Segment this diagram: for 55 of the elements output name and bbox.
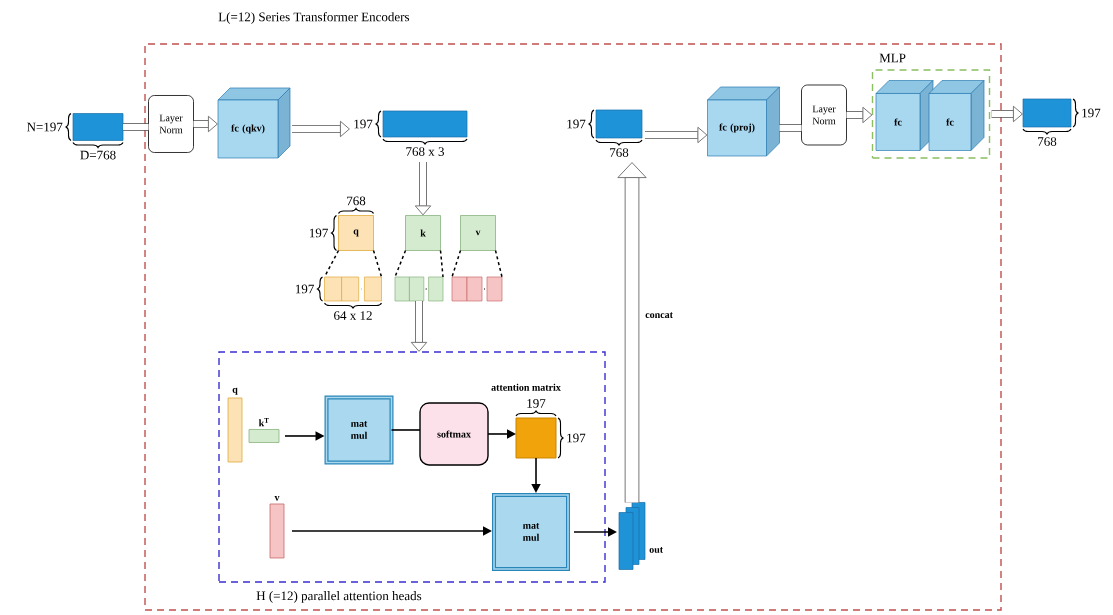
dimension-label: 197 [1082,108,1101,118]
block-arrow [846,106,873,124]
projection-line [451,249,462,278]
matrix-box: q [338,215,374,251]
edge-label: concat [644,311,674,320]
block-arrow [292,120,350,138]
dimension-label: 768 [347,196,366,206]
dimension-label: 197 [567,119,586,129]
dimension-label: 197 [527,399,546,408]
dimension-label: N=197 [26,122,63,132]
matmul-box: mat mul [492,493,570,571]
projection-line [494,249,503,278]
projection-line [372,249,383,278]
caption-label: v [274,496,280,501]
node-label: MLP [879,53,906,63]
dimension-label: D=768 [80,150,116,160]
dimension-label: 768 [610,148,629,157]
caption-label: k$^{T}$ [258,418,269,427]
softmax-box: softmax [419,402,489,466]
block-connector [779,124,802,132]
projection-line [439,249,444,278]
block-connector [123,123,149,131]
node-label: H (=12) parallel attention heads [256,591,422,603]
block-arrow [645,126,708,144]
dimension-label: 768 [1038,137,1057,146]
caption-label: out [649,547,664,553]
matrix-box: v [460,215,496,251]
caption-label: q [232,387,238,395]
matrix-box: k [405,215,441,251]
block-arrow [991,105,1023,123]
caption-label: attention matrix [491,383,561,391]
arrow [291,526,492,536]
dimension-label: 197 [295,284,314,294]
fc-layer-cube: fc [928,80,985,151]
fc-layer-cube: fc (proj) [707,86,780,157]
dimension-label: 197 [309,228,328,238]
connector-line [390,429,421,431]
matmul-box: mat mul [324,395,394,465]
layer-norm-box: Layer Norm [801,84,847,146]
fc-layer-cube: fc [875,80,934,151]
projection-line [323,249,340,278]
block-arrow [410,301,428,352]
split-heads-drawing [394,276,444,302]
layer-norm-box: Layer Norm [148,95,194,153]
split-heads-drawing [451,276,503,302]
block-arrow [193,115,218,133]
projection-line [394,249,407,278]
node-label: L(=12) Series Transformer Encoders [218,12,410,24]
dimension-label: 197 [567,433,586,443]
block-arrow [414,162,432,216]
block-arrow [617,162,647,503]
fc-layer-cube: fc (qkv) [217,87,291,159]
dimension-label: 197 [354,119,373,129]
dimension-label: 768 x 3 [406,147,444,156]
dimension-label: 64 x 12 [334,311,372,320]
